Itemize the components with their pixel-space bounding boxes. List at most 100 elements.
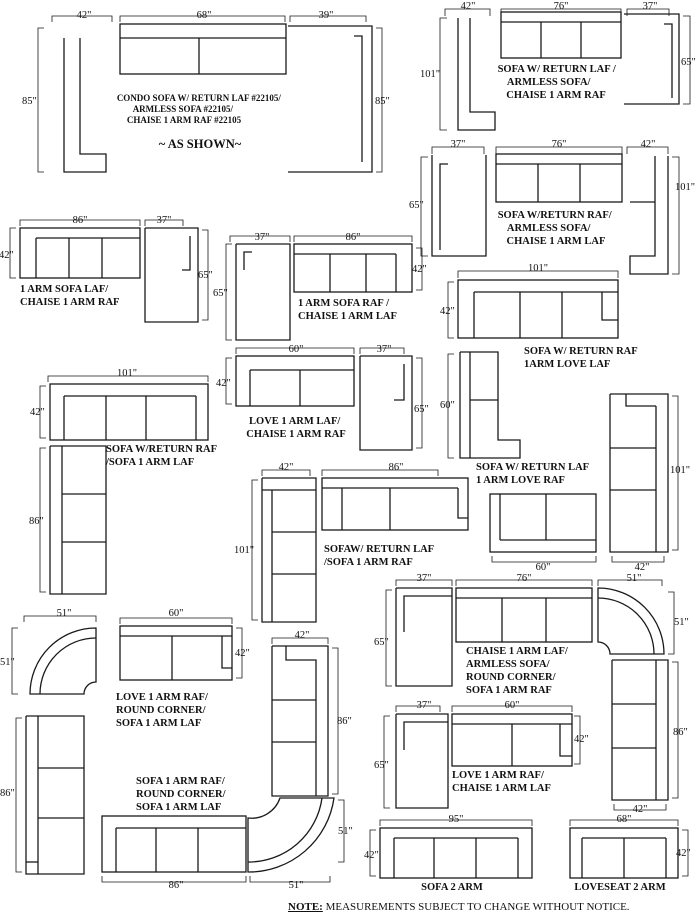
dimension-label: 101" — [117, 368, 137, 379]
dimension-label: 86" — [673, 727, 688, 738]
love-raf-chaise-laf — [383, 705, 581, 809]
dimension-label: 86" — [346, 232, 361, 243]
dimension-label: 86" — [169, 880, 184, 891]
dimension-label: 76" — [554, 1, 569, 12]
config-label: SOFA W/ RETURN RAF 1ARM LOVE LAF — [524, 346, 640, 370]
footer-note: NOTE: MEASUREMENTS SUBJECT TO CHANGE WIT… — [288, 901, 630, 913]
dimension-label: 37" — [451, 139, 466, 150]
dimension-label: 42" — [412, 264, 427, 275]
config-label: CHAISE 1 ARM LAF/ ARMLESS SOFA/ ROUND CO… — [466, 646, 570, 696]
dimension-label: 85" — [375, 96, 390, 107]
sofa-return-raf-love-laf — [447, 270, 619, 459]
dimension-label: 65" — [414, 404, 429, 415]
dimension-label: 68" — [197, 10, 212, 21]
condo-sectional — [37, 15, 383, 173]
dimension-label: 86" — [389, 462, 404, 473]
sofa-return-laf-armless-chaise — [439, 8, 691, 131]
dimension-label: 42" — [235, 648, 250, 659]
dimension-label: 51" — [57, 608, 72, 619]
love-laf-chaise-raf — [225, 347, 423, 451]
dimension-label: 76" — [552, 139, 567, 150]
dimension-label: 42" — [364, 850, 379, 861]
dimension-label: 101" — [528, 263, 548, 274]
dimension-label: 65" — [374, 760, 389, 771]
dimension-label: 42" — [30, 407, 45, 418]
config-label: SOFA W/ RETURN LAF 1 ARM LOVE RAF — [476, 462, 591, 486]
dimension-label: 42" — [279, 462, 294, 473]
dimension-label: 85" — [22, 96, 37, 107]
config-label: LOVE 1 ARM RAF/ CHAISE 1 ARM LAF — [452, 770, 551, 794]
dimension-label: 42" — [0, 250, 14, 261]
dimension-label: 65" — [374, 637, 389, 648]
dimension-label: 76" — [517, 573, 532, 584]
config-label: 1 ARM SOFA LAF/ CHAISE 1 ARM RAF — [20, 284, 119, 308]
dimension-label: 42" — [635, 562, 650, 573]
dimension-label: 65" — [213, 288, 228, 299]
dimension-label: 86" — [337, 716, 352, 727]
config-label: SOFA W/RETURN RAF /SOFA 1 ARM LAF — [105, 444, 219, 468]
dimension-label: 51" — [674, 617, 689, 628]
love-corner-sofa-left — [11, 615, 243, 875]
dimension-label: 37" — [255, 232, 270, 243]
dimension-label: 65" — [409, 200, 424, 211]
dimension-label: 60" — [169, 608, 184, 619]
dimension-label: 101" — [420, 69, 440, 80]
config-label: SOFA 1 ARM RAF/ ROUND CORNER/ SOFA 1 ARM… — [136, 776, 228, 813]
config-label: LOVESEAT 2 ARM — [574, 882, 665, 893]
dimension-label: 42" — [440, 306, 455, 317]
dimension-label: 101" — [670, 465, 690, 476]
dimension-label: 37" — [643, 1, 658, 12]
one-arm-sofa-laf-chaise — [9, 219, 209, 323]
config-label: LOVE 1 ARM LAF/ CHAISE 1 ARM RAF — [246, 416, 345, 440]
dimension-label: 51" — [0, 657, 15, 668]
dimension-label: 42" — [574, 734, 589, 745]
config-label: SOFA 2 ARM — [421, 882, 483, 893]
dimension-label: 86" — [73, 215, 88, 226]
dimension-label: 42" — [295, 630, 310, 641]
dimension-label: 101" — [675, 182, 695, 193]
sofa-return-raf-armless-chaise — [420, 146, 680, 275]
loveseat-two-arm — [569, 819, 689, 879]
dimension-label: 60" — [440, 400, 455, 411]
config-label: SOFA W/RETURN RAF/ ARMLESS SOFA/ CHAISE … — [498, 210, 615, 247]
dimension-label: 65" — [681, 57, 696, 68]
note-prefix: NOTE: — [288, 901, 323, 913]
dimension-label: 60" — [289, 344, 304, 355]
dimension-label: 37" — [377, 344, 392, 355]
dimension-label: 42" — [77, 10, 92, 21]
dimension-label: 37" — [417, 573, 432, 584]
dimension-label: 42" — [676, 848, 691, 859]
dimension-label: 51" — [289, 880, 304, 891]
dimension-label: 95" — [449, 814, 464, 825]
sofa-corner-sofa-middle — [101, 637, 345, 883]
dimension-label: 86" — [29, 516, 44, 527]
config-label: LOVE 1 ARM RAF/ ROUND CORNER/ SOFA 1 ARM… — [116, 692, 211, 729]
config-label: SOFA W/ RETURN LAF / ARMLESS SOFA/ CHAIS… — [498, 64, 619, 101]
dimension-label: 42" — [216, 378, 231, 389]
dimension-labels: 42" 68" 39" 85" 85" 42" 76" 37" 101" 65"… — [0, 1, 696, 891]
sofa-return-laf-love-raf — [489, 393, 679, 563]
dimension-label: 42" — [641, 139, 656, 150]
dimension-label: 37" — [417, 700, 432, 711]
note-text: MEASUREMENTS SUBJECT TO CHANGE WITHOUT N… — [322, 901, 630, 913]
configuration-labels: CONDO SOFA W/ RETURN LAF #22105/ ARMLESS… — [20, 64, 666, 893]
dimension-label: 51" — [627, 573, 642, 584]
one-arm-sofa-raf-chaise — [225, 235, 423, 341]
dimension-label: 65" — [198, 270, 213, 281]
dimension-label: 101" — [234, 545, 254, 556]
sofa-return-raf-sofa-laf — [39, 375, 209, 595]
dimension-label: 60" — [536, 562, 551, 573]
dimension-label: 37" — [157, 215, 172, 226]
dimension-label: 51" — [338, 826, 353, 837]
chaise-armless-corner-sofa — [385, 579, 679, 811]
config-label: 1 ARM SOFA RAF / CHAISE 1 ARM LAF — [298, 298, 397, 322]
sofa-two-arm — [369, 819, 533, 879]
config-label: ~ AS SHOWN~ — [159, 137, 242, 151]
dimension-label: 42" — [461, 1, 476, 12]
dimension-label: 86" — [0, 788, 15, 799]
dimension-label: 39" — [319, 10, 334, 21]
config-label: SOFAW/ RETURN LAF /SOFA 1 ARM RAF — [323, 544, 436, 568]
dimension-label: 42" — [633, 804, 648, 815]
sofa-return-laf-sofa-raf — [251, 469, 469, 623]
